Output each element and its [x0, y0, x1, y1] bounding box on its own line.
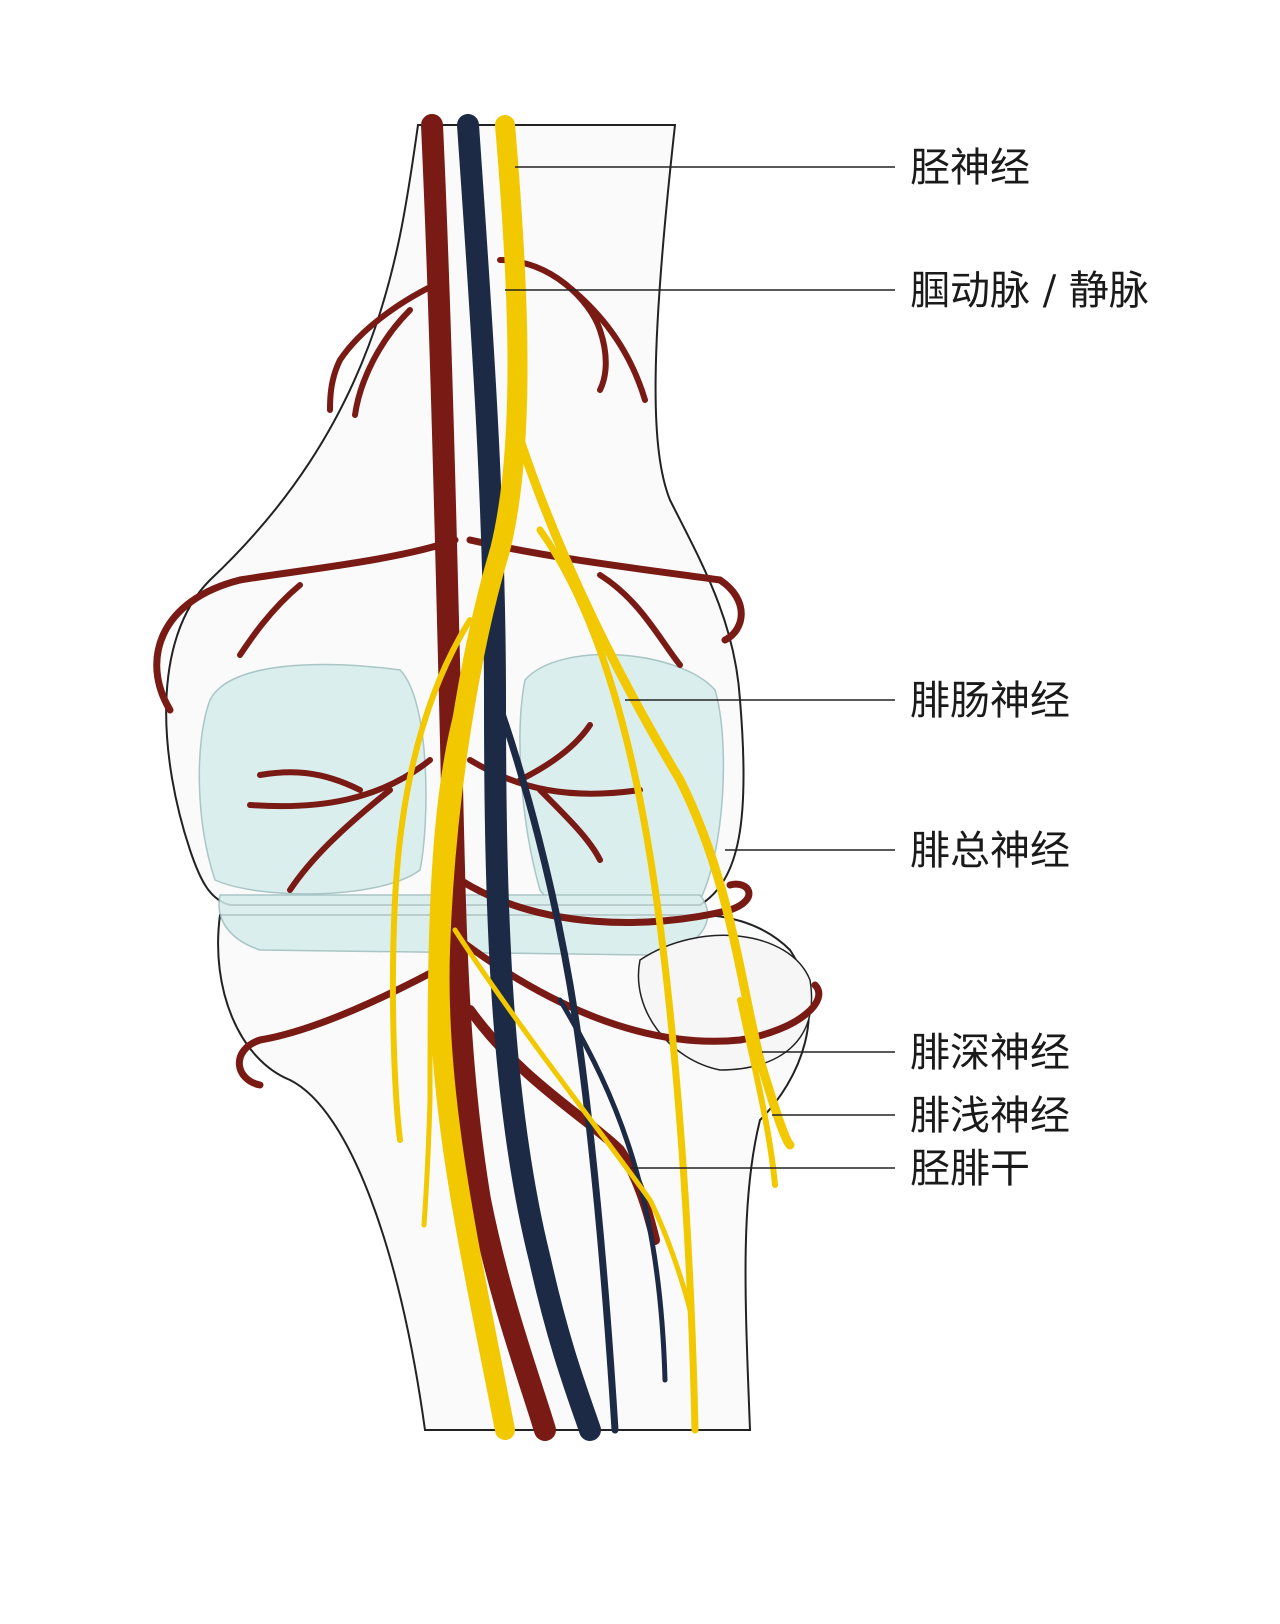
inferior-genicular-lateral — [456, 936, 823, 1045]
leader-lines — [505, 166, 895, 1169]
vein-branch-2 — [557, 997, 668, 1383]
label-superficial-peroneal-nerve: 腓浅神经 — [910, 1093, 1070, 1139]
genicular-branch-2 — [597, 572, 683, 668]
label-common-peroneal-nerve: 腓总神经 — [910, 828, 1070, 874]
popliteal-vein — [457, 114, 601, 1441]
genicular-branch-1 — [237, 582, 303, 658]
nerves — [389, 115, 795, 1440]
label-tibial-nerve: 胫神经 — [910, 145, 1030, 191]
vein-branch — [486, 676, 619, 1434]
veins — [457, 114, 668, 1441]
upper-branch-left — [327, 277, 448, 418]
label-sural-nerve: 腓肠神经 — [910, 678, 1070, 724]
sural-nerve — [536, 526, 699, 1434]
label-popliteal-vessels: 腘动脉 / 静脉 — [910, 268, 1149, 314]
tibial-nerve — [429, 115, 528, 1440]
common-peroneal-nerve — [515, 435, 795, 1150]
genicular-artery-upper — [153, 536, 459, 714]
medial-condyle-cartilage — [198, 663, 427, 895]
genicular-artery-upper-lateral — [466, 536, 745, 644]
deep-branch — [452, 927, 693, 1313]
label-tibioperoneal-trunk: 胫腓干 — [910, 1146, 1030, 1192]
saphenous-branch — [421, 697, 463, 1228]
medial-sural-branch — [389, 617, 473, 1143]
superficial-peroneal-nerve — [737, 997, 778, 1188]
genicular-ring — [456, 876, 753, 926]
inferior-genicular-medial — [235, 956, 459, 1089]
popliteal-artery — [421, 114, 556, 1441]
label-deep-peroneal-nerve: 腓深神经 — [910, 1030, 1070, 1076]
upper-branch-right — [497, 257, 648, 403]
